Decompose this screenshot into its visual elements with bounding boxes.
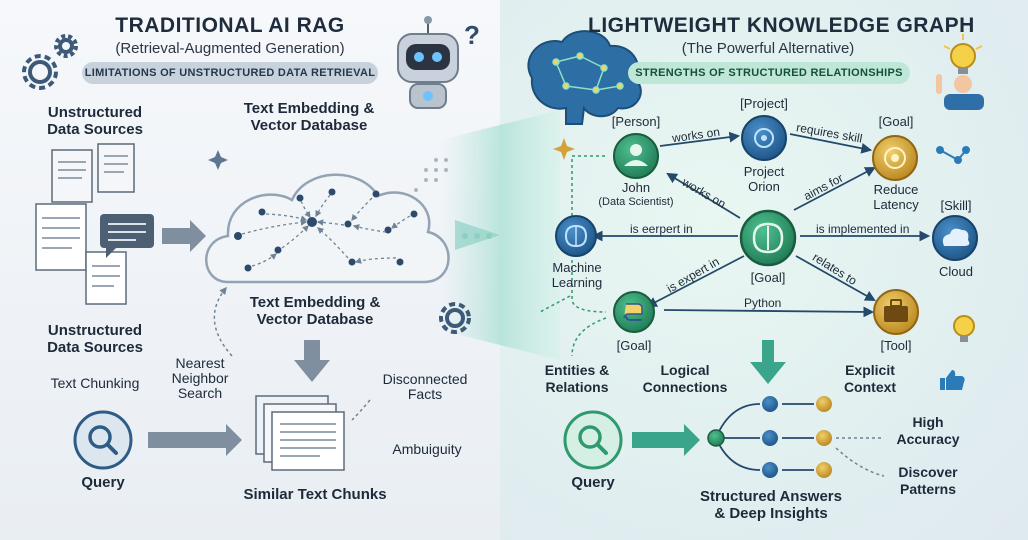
structured-answers-label: Structured Answers& Deep Insights [700, 488, 842, 522]
person-tag: [Person] [611, 114, 661, 129]
node-john [613, 133, 659, 179]
embedding-top-label: Text Embedding &Vector Database [243, 100, 375, 134]
embedding-mid-label: Text Embedding &Vector Database [249, 294, 381, 328]
text-chunks-icon [255, 395, 345, 471]
right-title: LIGHTWEIGHT KNOWLEDGE GRAPH [588, 14, 975, 37]
similar-chunks-label: Similar Text Chunks [243, 486, 387, 503]
cloud-label: Cloud [939, 264, 973, 279]
robot-icon: ? [397, 16, 480, 109]
goal-bottom-tag: [Goal] [616, 338, 652, 353]
skill-tag: [Skill] [940, 198, 972, 213]
document-stack-icon [35, 143, 154, 305]
svg-text:?: ? [464, 20, 480, 50]
idea-person-icon [936, 34, 984, 110]
left-query-label: Query [81, 474, 125, 491]
graph-dashed-links [539, 155, 608, 357]
right-banner: STRENGTHS OF STRUCTURED RELATIONSHIPS [628, 62, 910, 84]
query-search-icon-right [563, 410, 623, 470]
thumbs-up-icon [940, 370, 965, 390]
query-to-chunks-arrow [148, 424, 242, 456]
network-mini-icon [936, 146, 970, 164]
query-to-tree-arrow [632, 424, 700, 456]
goal-tag-top: [Goal] [878, 114, 914, 129]
sparkle-icon-right [553, 138, 575, 160]
gear-icon [22, 34, 78, 90]
left-banner: LIMITATIONS OF UNSTRUCTURED DATA RETRIEV… [82, 62, 378, 84]
node-project-orion [741, 115, 787, 161]
node-machine-learning [555, 215, 597, 257]
graph-to-answers-arrow [750, 340, 786, 384]
sparkle-icon [208, 150, 228, 170]
node-tool [873, 289, 919, 335]
ambiguity-label: Ambuiguity [392, 441, 462, 457]
vector-cloud [205, 173, 450, 284]
left-title: TRADITIONAL AI RAG [115, 14, 345, 37]
dot-grid-decoration [414, 158, 448, 192]
right-subtitle: (The Powerful Alternative) [681, 40, 855, 57]
cloud-to-chunks-arrow [294, 340, 330, 382]
beam-dots [462, 233, 492, 239]
sources-to-cloud-arrow [162, 220, 206, 252]
vector-links [241, 194, 411, 267]
gear-icon-small [439, 302, 471, 334]
graph-edges [591, 131, 931, 318]
answer-tree [707, 396, 885, 478]
text-chunking-label: Text Chunking [50, 375, 140, 391]
edge-python: Python [744, 296, 782, 310]
disconnected-pointer [351, 399, 371, 421]
node-cloud [932, 215, 978, 261]
vector-points [234, 188, 418, 272]
node-reduce-latency [872, 135, 918, 181]
tool-tag: [Tool] [880, 338, 912, 353]
edge-expert-1: is eerpert in [630, 222, 693, 236]
query-search-icon [73, 410, 133, 470]
center-goal-tag: [Goal] [750, 270, 786, 285]
left-subtitle: (Retrieval-Augmented Generation) [115, 40, 345, 57]
node-python [613, 291, 655, 333]
entities-relations-label: Entities &Relations [544, 362, 610, 395]
lightbulb-icon [953, 315, 975, 342]
node-center-goal [739, 209, 797, 267]
project-tag: [Project] [740, 96, 788, 111]
right-query-label: Query [571, 474, 615, 491]
edge-implemented: is implemented in [816, 222, 910, 236]
nearest-neighbor-arrow [213, 286, 233, 357]
john-label: John (Data Scientist) [598, 180, 674, 208]
